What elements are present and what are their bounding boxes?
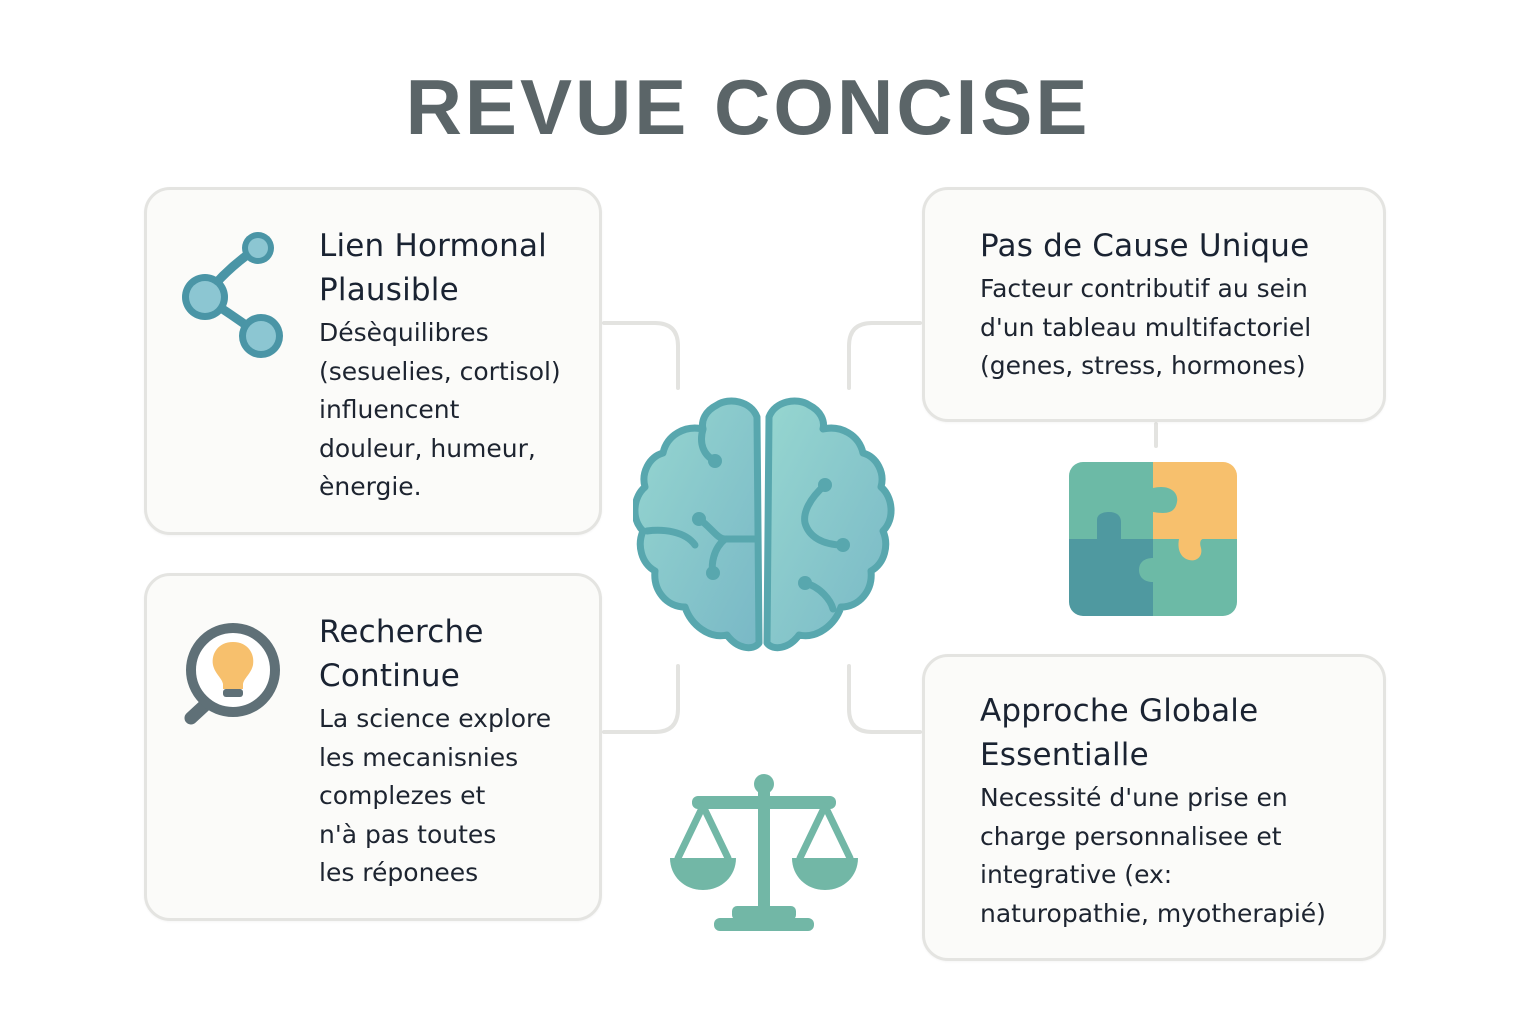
card-title: Lien Hormonal Plausible [319,228,547,308]
card-body: La science explore les mecanisnies compl… [319,704,552,887]
card-no-single-cause: Pas de Cause Unique Facteur contributif … [922,187,1386,422]
puzzle-icon [1069,462,1237,620]
card-hormonal-link: Lien Hormonal Plausible Désèquilibres (s… [144,187,602,535]
card-body: Facteur contributif au sein d'un tableau… [980,274,1312,380]
card-title: Pas de Cause Unique [980,228,1310,264]
card-title: Recherche Continue [319,614,484,694]
card-title: Approche Globale Essentialle [980,693,1259,773]
card-body: Désèquilibres (sesuelies, cortisol) infl… [319,318,561,501]
balance-scale-icon [668,774,860,938]
card-ongoing-research: Recherche Continue La science explore le… [144,573,602,921]
page-title: REVUE CONCISE [405,63,1091,151]
brain-icon [631,395,895,661]
magnifier-lightbulb-icon [177,612,287,736]
card-body: Necessité d'une prise en charge personna… [980,783,1326,928]
card-holistic-approach: Approche Globale Essentialle Necessité d… [922,654,1386,961]
molecule-share-icon [179,228,289,362]
